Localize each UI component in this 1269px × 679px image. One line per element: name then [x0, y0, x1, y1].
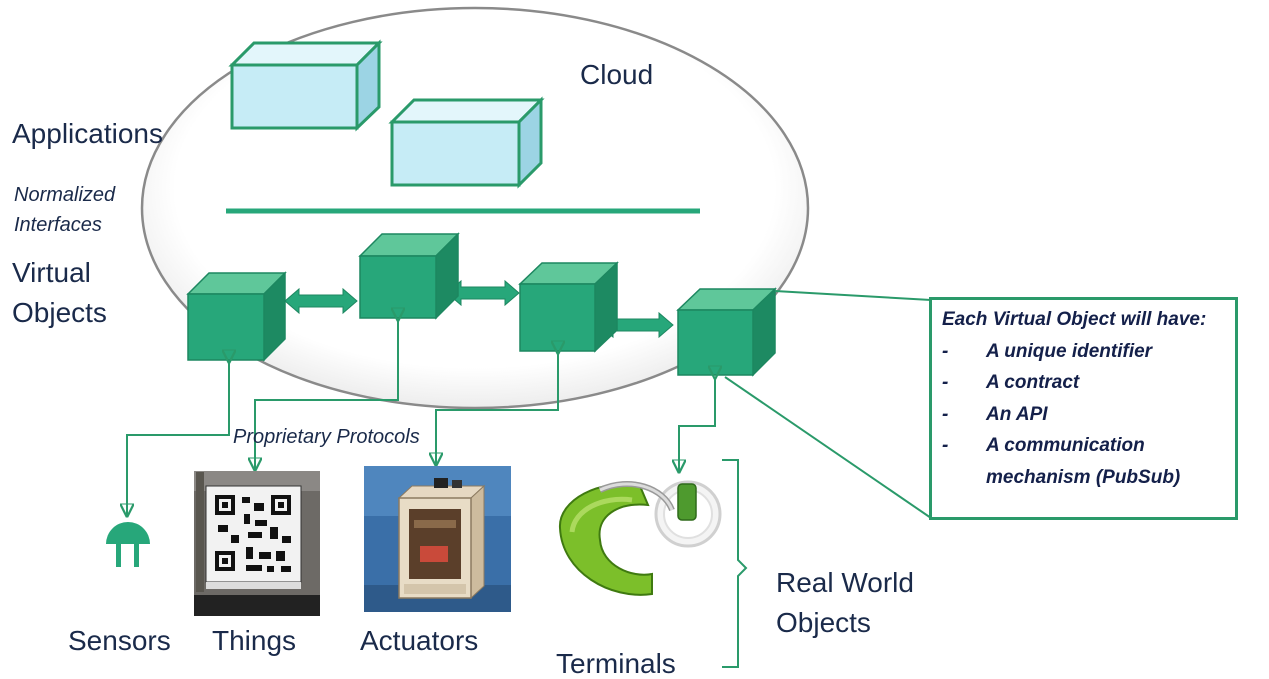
virtual-object-info-box: Each Virtual Object will have: - A unique…: [929, 297, 1238, 520]
applications-label: Applications: [12, 118, 163, 149]
connector-terminals: [679, 378, 715, 472]
real-world-objects-label-line-1: Real World: [776, 567, 914, 598]
actuators-photo: [364, 466, 511, 612]
virtual-objects-label-line-2: Objects: [12, 297, 107, 328]
virtual-object-cube-3: [518, 261, 619, 353]
virtual-object-cube-2: [358, 232, 460, 320]
info-box-title: Each Virtual Object will have:: [942, 309, 1207, 330]
callout-line-top: [774, 290, 932, 301]
things-photo: [194, 471, 320, 616]
info-box-item-text: An API: [986, 403, 1048, 425]
callout-line-bottom: [724, 376, 932, 519]
bullet-dash: -: [942, 372, 949, 393]
info-box-item-text: A unique identifier: [986, 340, 1153, 362]
info-box-item: - An API: [942, 399, 1235, 431]
proprietary-protocols-label: Proprietary Protocols: [233, 426, 420, 448]
connector-actuators: [436, 353, 558, 465]
sensors-label: Sensors: [68, 625, 171, 656]
info-box-item: - A unique identifier: [942, 336, 1235, 368]
application-box-1: [228, 39, 383, 132]
application-box-2: [388, 96, 545, 189]
bullet-dash: -: [942, 403, 949, 425]
things-label: Things: [212, 625, 297, 656]
cloud-label: Cloud: [580, 59, 654, 90]
normalized-interfaces-label-line-2: Interfaces: [14, 214, 102, 236]
bullet-dash: -: [942, 340, 949, 362]
info-box-list: - A unique identifier - A contract - An API…: [942, 336, 1235, 494]
vo-link-arrow-2: [446, 279, 520, 307]
terminals-photo: [558, 480, 722, 596]
terminals-label: Terminals: [556, 648, 676, 679]
actuators-label: Actuators: [360, 625, 479, 656]
info-box-item-text: A contract: [986, 372, 1080, 393]
real-world-brace: [722, 459, 748, 668]
virtual-object-cube-4: [676, 287, 777, 377]
normalized-interfaces-label-line-1: Normalized: [14, 184, 116, 206]
plug-icon: [106, 522, 150, 567]
bullet-dash: -: [942, 435, 949, 456]
connector-sensors: [127, 362, 229, 516]
info-box-item: - A communication mechanism (PubSub): [942, 430, 1235, 493]
virtual-objects-label-line-1: Virtual: [12, 257, 91, 288]
real-world-objects-label-line-2: Objects: [776, 607, 871, 638]
info-box-item: - A contract: [942, 367, 1235, 399]
info-box-item-text: A communication mechanism (PubSub): [986, 435, 1181, 488]
virtual-object-cube-1: [186, 271, 287, 362]
connector-things: [255, 320, 398, 470]
